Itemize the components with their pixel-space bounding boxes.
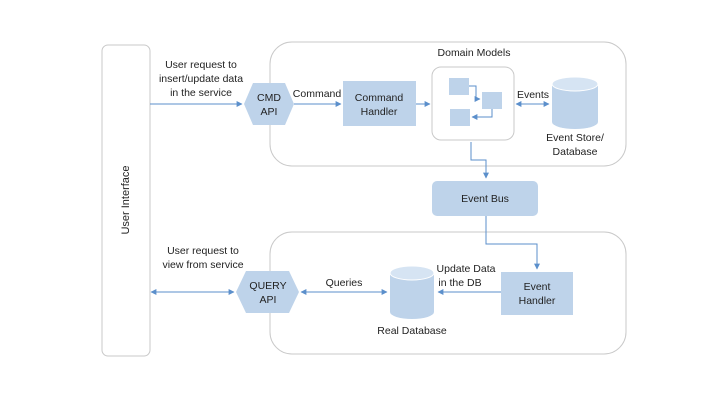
cmd-request-line1: User request to	[165, 59, 237, 71]
command-handler-line1: Command	[355, 92, 404, 104]
arrow-bus-to-handler	[485, 216, 540, 270]
real-database-cylinder	[389, 265, 435, 319]
event-store-cylinder	[551, 76, 599, 129]
command-label: Command	[293, 88, 342, 100]
event-bus-node	[432, 181, 538, 216]
event-handler-line1: Event	[524, 281, 551, 293]
user-interface-panel	[101, 44, 151, 357]
user-interface-label: User Interface	[120, 165, 132, 234]
queries-label: Queries	[326, 277, 363, 289]
domain-model-square-1	[449, 78, 469, 95]
real-database-label: Real Database	[377, 325, 447, 337]
command-handler-node	[343, 81, 416, 126]
events-label: Events	[517, 89, 549, 101]
cmd-api-line1: CMD	[257, 92, 281, 104]
query-api-node	[236, 271, 299, 313]
update-data-line1: Update Data	[437, 263, 496, 275]
domain-model-square-3	[450, 109, 470, 126]
domain-models-title: Domain Models	[438, 47, 511, 59]
domain-model-link-1	[469, 85, 481, 102]
event-bus-label: Event Bus	[461, 193, 509, 205]
cmd-api-line2: API	[261, 106, 278, 118]
domain-model-link-2	[471, 109, 493, 120]
event-handler-line2: Handler	[519, 295, 556, 307]
query-request-line2: view from service	[162, 259, 243, 271]
query-api-line1: QUERY	[249, 280, 286, 292]
command-handler-line2: Handler	[361, 106, 398, 118]
event-store-line1: Event Store/	[546, 132, 604, 144]
query-api-line2: API	[260, 294, 277, 306]
cmd-request-line2: insert/update data	[159, 73, 243, 85]
update-data-line2: in the DB	[438, 277, 481, 289]
domain-model-square-2	[482, 92, 502, 109]
event-handler-node	[501, 272, 573, 315]
cmd-request-line3: in the service	[170, 87, 232, 99]
event-store-line2: Database	[553, 146, 598, 158]
arrow-domain-to-bus	[470, 142, 489, 179]
cmd-api-node	[244, 83, 294, 125]
query-request-line1: User request to	[167, 245, 239, 257]
